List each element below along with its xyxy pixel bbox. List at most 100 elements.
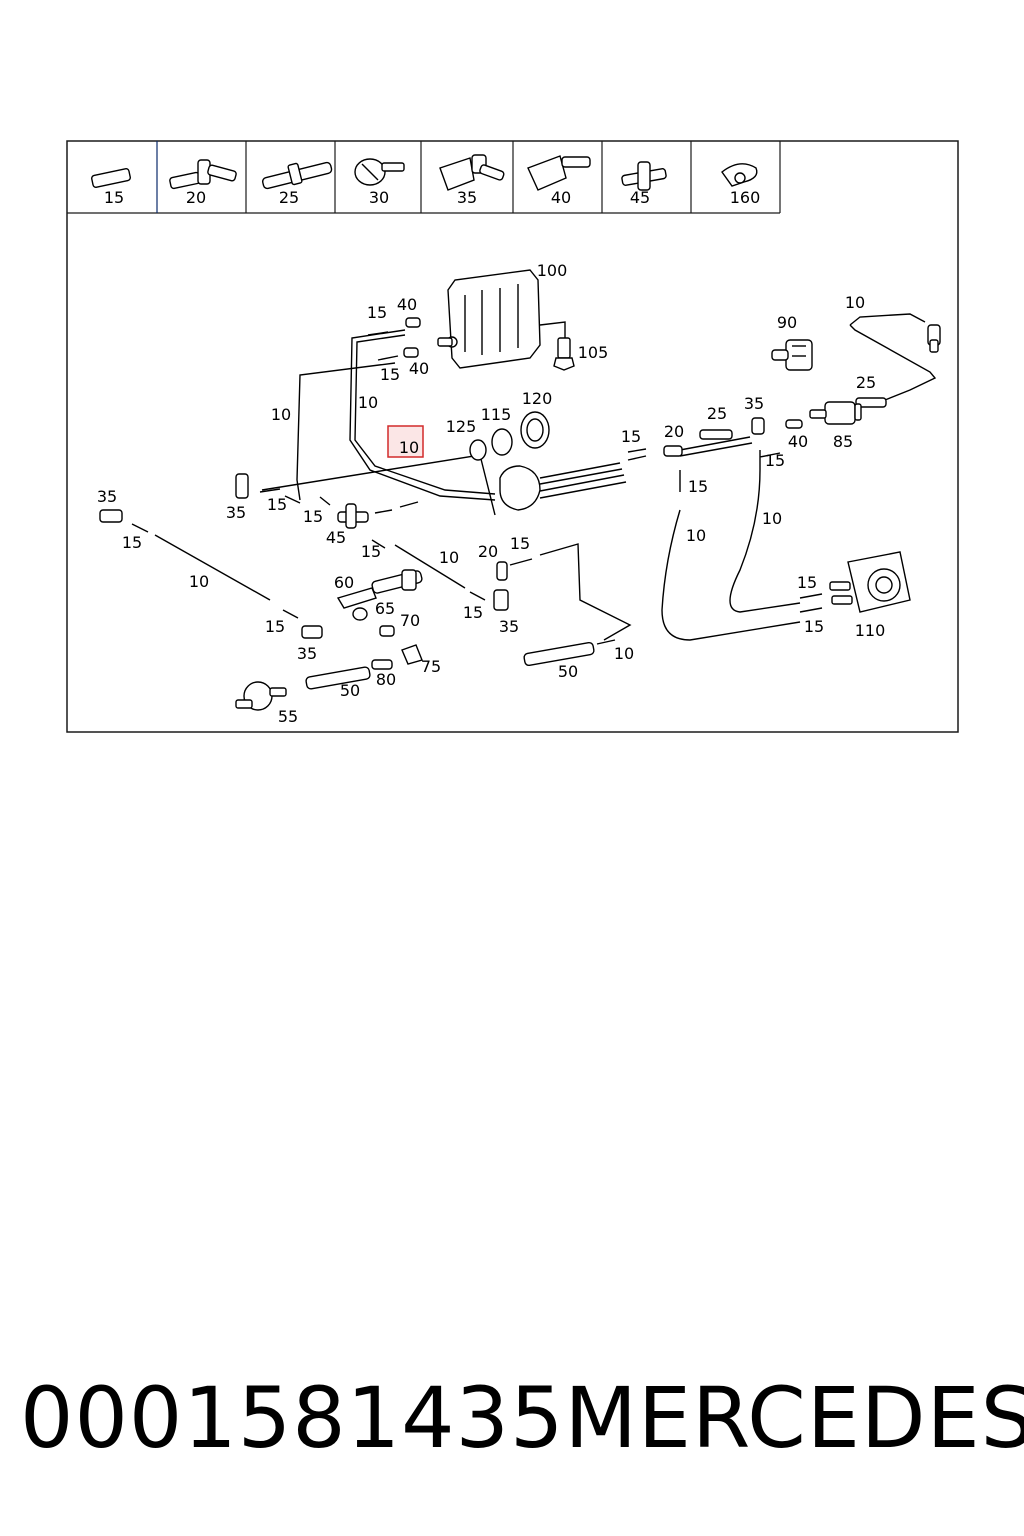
callout-label: 15 <box>265 617 285 636</box>
callout-label: 115 <box>481 405 512 424</box>
callout-label: 110 <box>855 621 886 640</box>
header-number: 45 <box>630 188 650 207</box>
callout-label: 15 <box>510 534 530 553</box>
callout-label: 15 <box>367 303 387 322</box>
check-valve <box>785 419 803 429</box>
straight-connector-icon <box>261 161 333 190</box>
header-number: 25 <box>279 188 299 207</box>
callout-labels: 100 15 40 15 40 105 10 90 25 10 10 125 1… <box>97 261 885 726</box>
callout-label: 50 <box>340 681 360 700</box>
callout-label: 15 <box>797 573 817 592</box>
angle-valve <box>301 625 323 639</box>
tee-connector <box>663 445 683 457</box>
caption-row: 0001581435 MERCEDES <box>20 1368 1024 1468</box>
tee-connector <box>496 561 508 581</box>
callout-label: 65 <box>375 599 395 618</box>
vacuum-parts <box>99 269 941 711</box>
callout-label: 40 <box>397 295 417 314</box>
callout-label: 10 <box>439 548 459 567</box>
callout-label: 25 <box>856 373 876 392</box>
header-number: 15 <box>104 188 124 207</box>
callout-label: 15 <box>804 617 824 636</box>
angle-valve-icon <box>439 154 505 191</box>
highlighted-callout[interactable]: 10 <box>387 425 424 458</box>
grommet <box>469 411 550 461</box>
diagram-frame <box>66 140 959 733</box>
callout-label: 10 <box>271 405 291 424</box>
callout-label: 85 <box>833 432 853 451</box>
callout-label: 15 <box>688 477 708 496</box>
callout-label: 80 <box>376 670 396 689</box>
callout-label: 10 <box>686 526 706 545</box>
callout-label: 45 <box>326 528 346 547</box>
callout-label: 15 <box>122 533 142 552</box>
header-numbers: 15 20 25 30 35 40 45 160 <box>104 188 760 207</box>
callout-label: 35 <box>297 644 317 663</box>
header-number: 40 <box>551 188 571 207</box>
callout-label: 10 <box>614 644 634 663</box>
switchover-valve <box>829 551 911 613</box>
callout-label: 70 <box>400 611 420 630</box>
straight-connector <box>371 659 393 670</box>
check-valve-icon <box>527 155 591 191</box>
check-valve <box>405 317 421 328</box>
angle-valve <box>751 417 765 435</box>
highlighted-callout-label: 10 <box>399 438 419 457</box>
valve-cap <box>499 465 541 511</box>
callout-label: 40 <box>409 359 429 378</box>
callout-label: 10 <box>762 509 782 528</box>
distributor <box>771 339 813 371</box>
callout-label: 90 <box>777 313 797 332</box>
callout-label: 35 <box>97 487 117 506</box>
callout-label: 125 <box>446 417 477 436</box>
tee-valve <box>927 324 941 353</box>
check-valve-large <box>235 681 287 711</box>
header-number: 20 <box>186 188 206 207</box>
callout-label: 10 <box>189 572 209 591</box>
brand-name: MERCEDES <box>564 1369 1024 1467</box>
screw <box>553 337 575 371</box>
header-row <box>67 141 781 214</box>
header-number: 160 <box>730 188 761 207</box>
vacuum-reservoir <box>437 269 566 369</box>
header-number: 35 <box>457 188 477 207</box>
hose-sleeve <box>523 641 595 667</box>
hose-sleeve <box>305 666 371 690</box>
straight-connector <box>699 429 733 440</box>
hose-sleeve-icon <box>91 168 131 188</box>
callout-label: 100 <box>537 261 568 280</box>
part-number: 0001581435 <box>20 1369 565 1467</box>
callout-label: 10 <box>845 293 865 312</box>
angle-valve <box>493 589 509 611</box>
callout-label: 15 <box>361 542 381 561</box>
clip-icon <box>721 163 758 187</box>
callout-label: 15 <box>380 365 400 384</box>
callout-label: 15 <box>303 507 323 526</box>
angle-valve <box>99 509 123 523</box>
callout-label: 15 <box>765 451 785 470</box>
callout-label: 35 <box>744 394 764 413</box>
callout-label: 10 <box>358 393 378 412</box>
tee-connector-icon <box>169 159 237 190</box>
callout-label: 25 <box>707 404 727 423</box>
callout-label: 40 <box>788 432 808 451</box>
elbow <box>401 644 423 665</box>
callout-label: 50 <box>558 662 578 681</box>
callout-label: 75 <box>421 657 441 676</box>
callout-label: 15 <box>463 603 483 622</box>
cross-connector <box>337 503 369 529</box>
callout-label: 15 <box>267 495 287 514</box>
callout-label: 15 <box>621 427 641 446</box>
callout-label: 60 <box>334 573 354 592</box>
callout-label: 20 <box>664 422 684 441</box>
check-valve <box>403 347 419 358</box>
callout-label: 55 <box>278 707 298 726</box>
parts-diagram: 15 20 25 30 35 40 45 160 <box>66 140 959 733</box>
callout-label: 35 <box>499 617 519 636</box>
cross-connector-icon <box>621 161 667 191</box>
valve-cap-icon <box>354 158 405 186</box>
callout-label: 105 <box>578 343 609 362</box>
hose-junction <box>336 569 423 637</box>
straight-connector <box>855 397 887 408</box>
callout-label: 35 <box>226 503 246 522</box>
